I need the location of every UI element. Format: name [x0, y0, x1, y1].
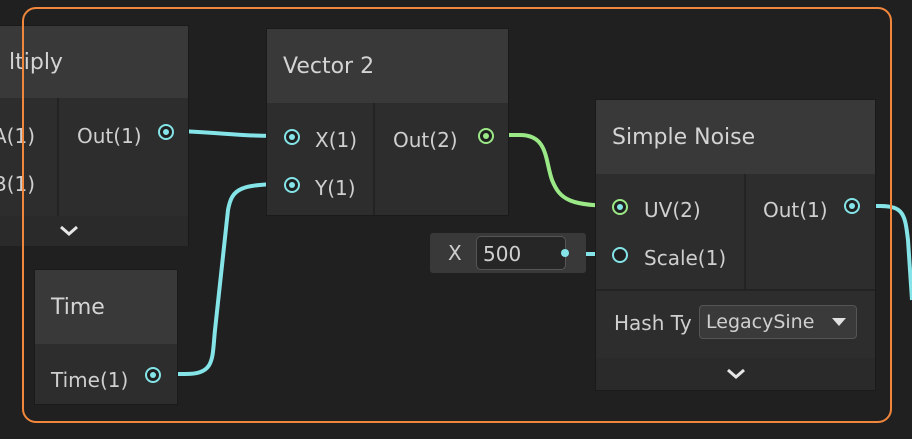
node-title: Vector 2	[267, 29, 508, 103]
output-port-out[interactable]	[844, 198, 860, 214]
chevron-down-icon[interactable]	[55, 218, 83, 244]
node-multiply[interactable]: ltiply A(1) B(1) Out(1)	[0, 25, 189, 246]
field-connector-dot	[561, 249, 569, 257]
node-divider	[744, 174, 746, 290]
input-label-b: B(1)	[0, 172, 36, 196]
output-port-out[interactable]	[158, 124, 174, 140]
output-port-out[interactable]	[478, 128, 494, 144]
node-title: ltiply	[0, 26, 188, 98]
output-port-time[interactable]	[145, 367, 161, 383]
scale-input-field[interactable]: X 500	[430, 233, 586, 273]
output-label: Out(2)	[393, 128, 458, 152]
input-port-scale[interactable]	[612, 247, 628, 263]
node-time[interactable]: Time Time(1)	[34, 269, 178, 405]
node-vector2[interactable]: Vector 2 X(1) Y(1) Out(2)	[266, 28, 509, 216]
node-settings-divider	[596, 289, 875, 291]
hash-type-dropdown[interactable]: LegacySine	[699, 305, 857, 339]
node-simple-noise[interactable]: Simple Noise UV(2) Scale(1) Out(1) Hash …	[595, 99, 876, 391]
wire-time-to-vector2-y[interactable]	[152, 182, 291, 376]
input-port-y[interactable]	[284, 177, 300, 193]
chevron-down-icon[interactable]	[722, 362, 750, 386]
node-divider	[373, 103, 375, 215]
hash-type-value: LegacySine	[706, 311, 815, 333]
input-label-y: Y(1)	[315, 176, 356, 200]
node-title: Time	[35, 270, 177, 344]
node-footer	[0, 216, 188, 246]
axis-label-x: X	[448, 241, 462, 265]
scale-value: 500	[483, 242, 522, 266]
input-port-x[interactable]	[284, 129, 300, 145]
input-port-uv[interactable]	[612, 199, 628, 215]
input-label-scale: Scale(1)	[644, 246, 727, 270]
node-divider	[57, 98, 59, 216]
node-title: Simple Noise	[596, 100, 875, 174]
output-label: Out(1)	[77, 124, 142, 148]
wire-noise-out[interactable]	[850, 204, 912, 301]
input-label-a: A(1)	[0, 124, 36, 148]
input-label-x: X(1)	[315, 128, 358, 152]
output-label: Time(1)	[51, 368, 129, 392]
dropdown-arrow-icon	[832, 318, 846, 326]
group-selection-outline	[22, 7, 892, 423]
input-label-uv: UV(2)	[644, 198, 701, 222]
scale-value-input[interactable]: 500	[476, 236, 566, 270]
node-footer	[596, 358, 875, 390]
hash-type-label: Hash Ty	[614, 311, 692, 335]
wire-vector2-to-noise-uv[interactable]	[485, 133, 621, 208]
output-label: Out(1)	[763, 198, 828, 222]
